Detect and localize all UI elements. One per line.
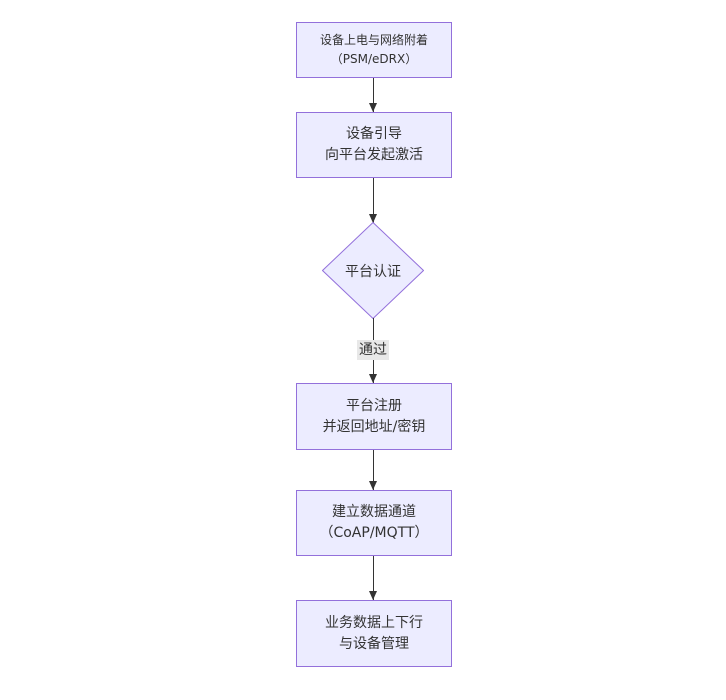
node-label-line: 向平台发起激活	[325, 147, 423, 163]
node-label-line: 设备上电与网络附着	[319, 33, 428, 47]
node-label-line: 业务数据上下行	[325, 614, 423, 631]
edge-arrow-1	[369, 78, 377, 112]
node-platform-auth: 平台认证	[322, 222, 424, 319]
node-label-line: （PSM/eDRX）	[330, 52, 418, 66]
arrowhead-icon	[369, 374, 377, 383]
node-business-data: 业务数据上下行 与设备管理	[296, 600, 452, 667]
edge-arrow-4	[369, 450, 377, 490]
edge-arrow-2	[369, 178, 377, 223]
arrowhead-icon	[369, 481, 377, 490]
node-label-line: 并返回地址/密钥	[322, 418, 426, 435]
node-label-line: （CoAP/MQTT）	[319, 525, 429, 541]
node-label-line: 平台注册	[346, 397, 402, 414]
node-label-line: 建立数据通道	[332, 504, 416, 520]
node-device-power-network-attach: 设备上电与网络附着 （PSM/eDRX）	[296, 22, 452, 78]
node-label-line: 平台认证	[345, 263, 401, 280]
edge-label-pass: 通过	[357, 340, 389, 360]
arrowhead-icon	[369, 214, 377, 223]
node-data-channel: 建立数据通道 （CoAP/MQTT）	[296, 490, 452, 556]
node-platform-register: 平台注册 并返回地址/密钥	[296, 383, 452, 450]
node-label-line: 与设备管理	[339, 635, 409, 652]
node-device-bootstrap: 设备引导 向平台发起激活	[296, 112, 452, 178]
edge-arrow-5	[369, 556, 377, 600]
node-label-line: 设备引导	[346, 126, 402, 142]
arrowhead-icon	[369, 591, 377, 600]
arrowhead-icon	[369, 103, 377, 112]
